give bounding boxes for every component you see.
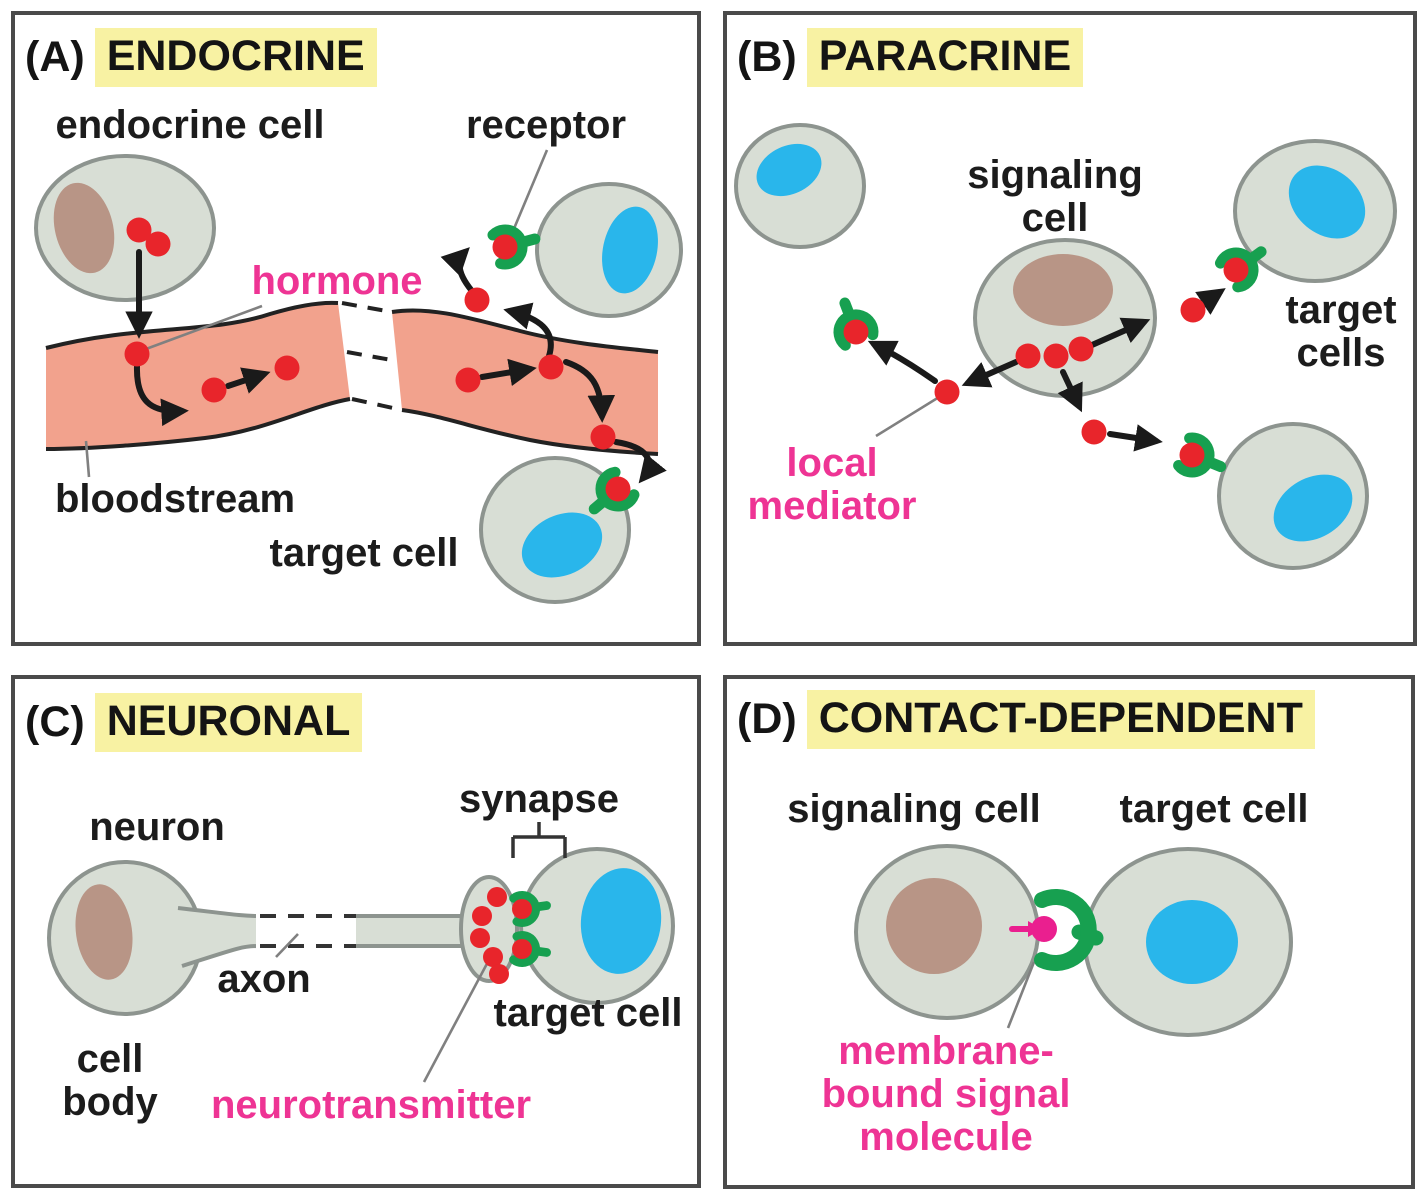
panel-d-art [854, 844, 1293, 1037]
target-cell-shape [1083, 847, 1293, 1037]
neurotransmitter-dots [470, 887, 509, 984]
bound-mediator-dot [1179, 442, 1205, 468]
bound-mediator-dot [843, 319, 869, 345]
mediator-arrows [867, 288, 1226, 452]
cell-body-label: cell body [62, 1037, 158, 1125]
local-mediator-label: local mediator [747, 441, 917, 529]
endocrine-cell-shape [34, 154, 216, 302]
mediator-dots [934, 297, 1206, 445]
synapse-bracket [511, 822, 567, 858]
target-cell-label: target cell [1119, 787, 1309, 831]
pointer-line-signal-molecule [1006, 961, 1036, 1029]
panel-a-title-highlight: ENDOCRINE [94, 28, 377, 87]
panel-d-frame [723, 675, 1415, 1189]
panel-b-title: (B) PARACRINE [737, 28, 1084, 87]
signaling-cell-label: signaling cell [787, 787, 1041, 831]
panel-a-title: (A) ENDOCRINE [25, 28, 377, 87]
endocrine-cell-label: endocrine cell [55, 103, 325, 147]
target-cells-label: target cells [1285, 288, 1397, 376]
bound-hormone-dot [605, 476, 631, 502]
brown-nucleus [886, 878, 982, 974]
target-cell-label: target cell [269, 531, 459, 575]
panel-a-art [34, 149, 683, 604]
brown-nucleus [1013, 254, 1113, 326]
hormone-label: hormone [251, 259, 423, 303]
panel-d-title: (D) CONTACT-DEPENDENT [737, 690, 1315, 749]
panel-b-art [734, 123, 1397, 570]
panel-d-title-highlight: CONTACT-DEPENDENT [806, 690, 1315, 749]
vessel-break-dashes [341, 301, 403, 412]
blue-nucleus [521, 512, 603, 578]
membrane-receptor [1034, 889, 1104, 971]
target-cell-bottom [479, 456, 631, 604]
neuron-shape [47, 860, 519, 1016]
blue-nucleus [1146, 900, 1238, 984]
target-cell-top-right [535, 182, 683, 318]
brown-nucleus [75, 884, 133, 980]
axon-break-dashes [260, 914, 356, 948]
target-cell-upper-right [1233, 139, 1397, 283]
blue-nucleus [580, 868, 662, 974]
blue-nucleus [602, 206, 658, 294]
hormone-dots [124, 217, 616, 450]
target-cell-lower-right [1217, 422, 1369, 570]
brown-nucleus [53, 182, 115, 274]
panel-c-letter: (C) [25, 698, 85, 746]
panel-c-title-highlight: NEURONAL [94, 693, 363, 752]
signaling-cell-label: signaling cell [967, 153, 1143, 241]
blue-nucleus [1288, 165, 1366, 239]
neurotransmitter-label: neurotransmitter [210, 1083, 532, 1127]
panel-b-title-highlight: PARACRINE [806, 28, 1084, 87]
panel-a-letter: (A) [25, 33, 85, 81]
panel-d-letter: (D) [737, 695, 797, 743]
bound-hormone-dot [492, 234, 518, 260]
axon-label: axon [217, 957, 311, 1001]
pointer-lines-a [84, 149, 549, 478]
hormone-arrows [125, 247, 667, 484]
bound-neurotransmitter-dot [512, 899, 532, 919]
receptor-label: receptor [465, 103, 627, 147]
target-cell-label: target cell [493, 991, 683, 1035]
membrane-bound-signal-molecule-label: membrane- bound signal molecule [821, 1029, 1071, 1160]
neuron-label: neuron [89, 805, 225, 849]
synapse-label: synapse [458, 777, 620, 821]
blue-nucleus [1273, 474, 1353, 542]
bound-neurotransmitter-dot [512, 939, 532, 959]
panel-c-art [47, 822, 675, 1083]
blue-nucleus [756, 143, 822, 197]
receptor-cup [1034, 889, 1097, 971]
panel-c-title: (C) NEURONAL [25, 693, 363, 752]
target-cell-upper-left [734, 123, 866, 249]
bound-mediator-dot [1223, 257, 1249, 283]
target-cell-shape [519, 847, 675, 1005]
bloodstream-label: bloodstream [54, 477, 296, 521]
panel-b-letter: (B) [737, 33, 797, 81]
pointer-lines-c [275, 933, 492, 1083]
membrane-bound-signal-molecule-shape [1009, 916, 1057, 942]
signaling-cell-shape [854, 844, 1040, 1020]
pointer-line-local-mediator [875, 392, 945, 438]
